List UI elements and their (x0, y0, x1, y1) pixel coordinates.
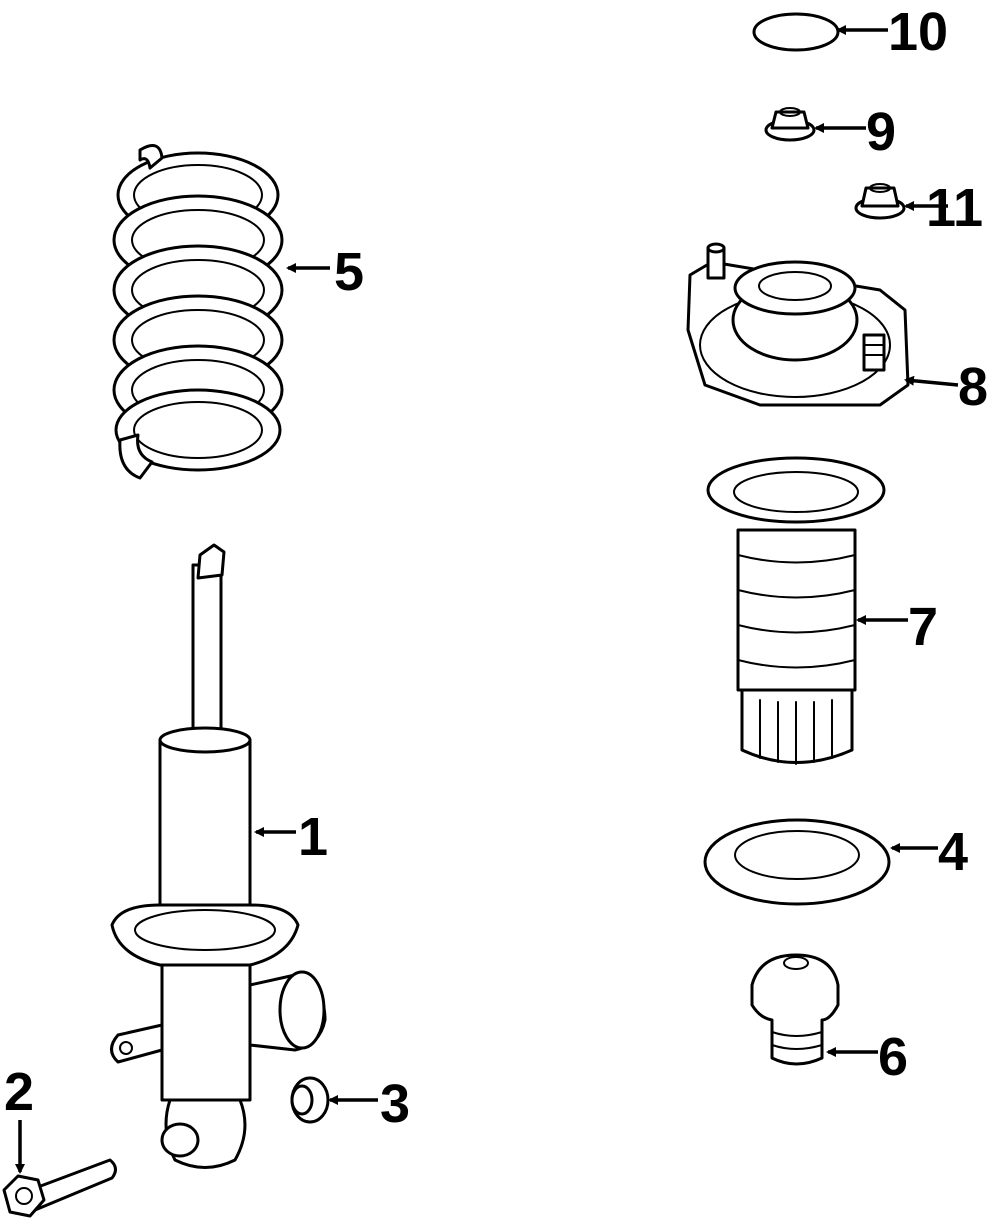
callout-1-label: 1 (298, 807, 328, 867)
bolt[interactable] (2, 1158, 117, 1218)
callout-7-label: 7 (908, 597, 938, 657)
dust-boot[interactable] (706, 456, 886, 765)
nut[interactable] (290, 1076, 330, 1124)
callout-8-label: 8 (958, 357, 988, 417)
flange-nut-lower[interactable] (854, 183, 906, 220)
callout-5-label: 5 (334, 242, 364, 302)
coil-spring[interactable] (112, 144, 284, 480)
callout-9: 9 (814, 102, 896, 162)
callout-3-label: 3 (380, 1074, 410, 1134)
callout-1: 1 (254, 807, 328, 867)
callout-4: 4 (890, 822, 968, 882)
callout-7: 7 (856, 597, 938, 657)
callout-11: 11 (904, 178, 983, 238)
callout-6: 6 (826, 1027, 908, 1087)
callout-9-label: 9 (866, 102, 896, 162)
callout-4-label: 4 (938, 822, 968, 882)
flange-nut-upper[interactable] (764, 107, 816, 142)
callout-2-label: 2 (4, 1062, 34, 1122)
callout-8: 8 (904, 357, 988, 417)
callout-2: 2 (4, 1062, 34, 1174)
spring-insulator[interactable] (703, 818, 891, 906)
callout-6-label: 6 (878, 1027, 908, 1087)
strut-mount[interactable] (686, 242, 910, 407)
bump-stop[interactable] (750, 953, 840, 1066)
callout-3: 3 (328, 1074, 410, 1134)
dust-cap[interactable] (752, 12, 840, 52)
callout-5: 5 (286, 242, 364, 302)
callout-10-label: 10 (888, 2, 948, 62)
callout-10: 10 (836, 2, 948, 62)
callout-11-label: 11 (926, 178, 983, 238)
strut-assembly[interactable] (110, 543, 327, 1169)
